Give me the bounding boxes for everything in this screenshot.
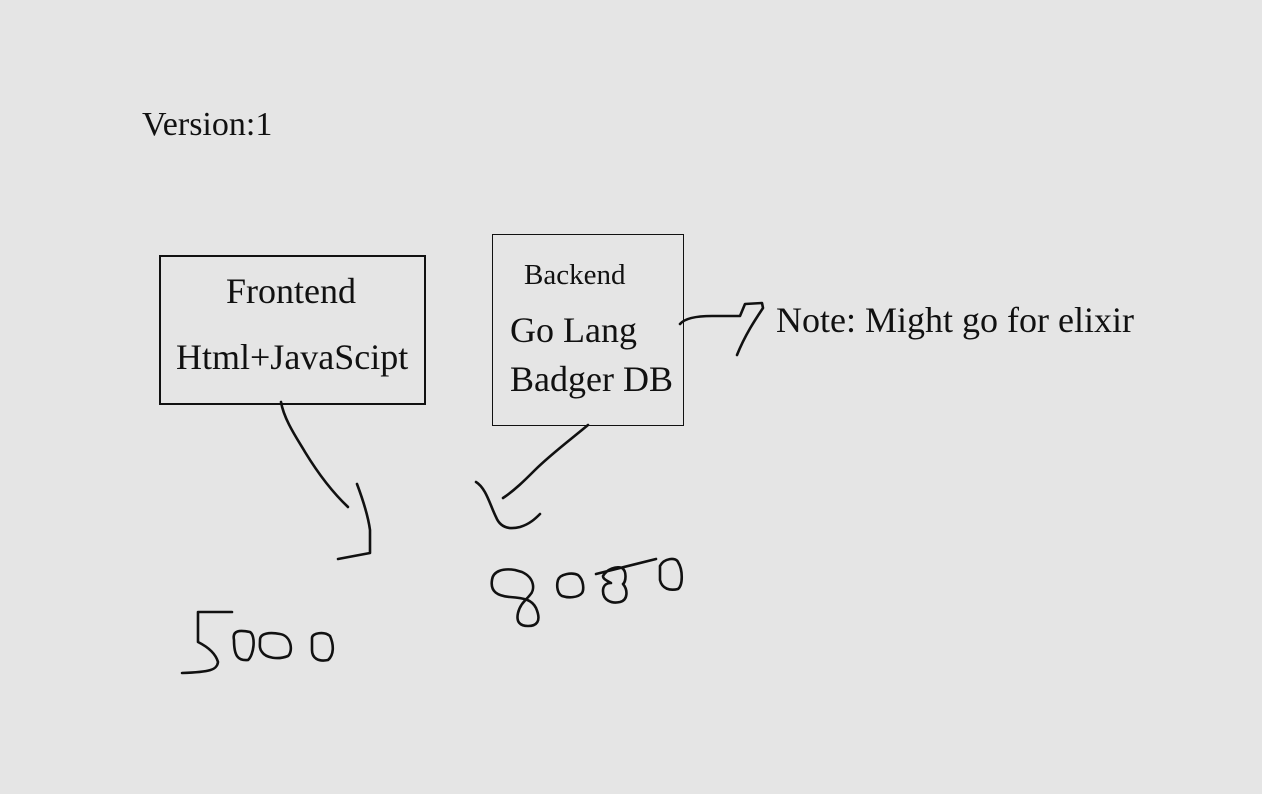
backend-title: Backend: [524, 259, 626, 291]
backend-database: Badger DB: [510, 359, 673, 399]
frontend-tech: Html+JavaScipt: [176, 337, 409, 377]
version-label: Version:1: [142, 106, 273, 143]
backend-arrow-head: [474, 480, 542, 530]
backend-language: Go Lang: [510, 310, 637, 350]
backend-arrow: [501, 423, 590, 500]
frontend-arrow-head: [336, 482, 372, 561]
backend-port: 8080: [490, 558, 674, 622]
frontend-title: Frontend: [226, 271, 356, 311]
frontend-arrow: [279, 400, 350, 509]
frontend-port: 5000: [183, 608, 343, 672]
note-text: Note: Might go for elixir: [776, 300, 1134, 340]
note-connector: [678, 301, 765, 357]
